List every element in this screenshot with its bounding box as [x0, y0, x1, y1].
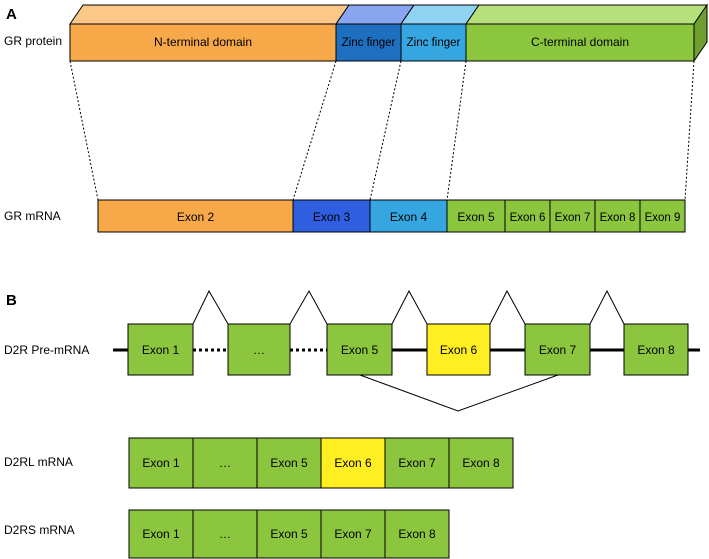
- gr-exon-7-label: Exon 7: [555, 212, 591, 224]
- d2rs-exon-7-label: Exon 7: [334, 527, 372, 541]
- zinc-finger-1: [335, 23, 402, 62]
- d2rs-exon-1: [128, 509, 194, 559]
- splice-junction: [391, 289, 428, 325]
- d2rl-exon-8-label: Exon 8: [462, 456, 500, 470]
- gr-exon-2-label: Exon 2: [177, 210, 215, 224]
- n-terminal-domain-label: N-terminal domain: [154, 35, 252, 49]
- zinc-finger-2-top: [400, 4, 480, 25]
- n-terminal-domain: [69, 23, 337, 62]
- d2rs-exon-8: [384, 509, 450, 559]
- d2rs-exon-5-label: Exon 5: [270, 527, 308, 541]
- premrna-exon-7: [524, 323, 591, 376]
- d2rl-exon-6: [320, 437, 386, 489]
- d2rl-exon-8: [448, 437, 514, 489]
- exon-skip-junction: [359, 374, 559, 412]
- gr-exon-9: [639, 199, 686, 233]
- splice-junction: [489, 289, 526, 325]
- mapping-line: [69, 60, 99, 201]
- d2rs-exon-7: [320, 509, 386, 559]
- d2rs-exon-ellipsis: [192, 509, 258, 559]
- premrna-exon-5: [326, 323, 393, 376]
- premrna-exon-5-label: Exon 5: [341, 343, 379, 357]
- gr-exon-3: [292, 199, 371, 233]
- zinc-finger-1-label: Zinc finger: [342, 37, 396, 49]
- splice-junction: [589, 289, 625, 325]
- d2rl-exon-1: [128, 437, 194, 489]
- d2rl-exon-1-label: Exon 1: [142, 456, 180, 470]
- mapping-line: [684, 60, 695, 201]
- c-terminal-domain-label: C-terminal domain: [531, 35, 629, 49]
- gr-protein-label: GR protein: [4, 34, 62, 48]
- d2rl-exon-5-label: Exon 5: [270, 456, 308, 470]
- d2rs-exon-ellipsis-label: …: [219, 527, 231, 541]
- mapping-line: [446, 60, 467, 201]
- gr-exon-8: [594, 199, 641, 233]
- gr-exon-8-label: Exon 8: [600, 212, 636, 224]
- d2rs-mrna-label: D2RS mRNA: [4, 523, 75, 537]
- splice-junction: [192, 289, 229, 325]
- premrna-exon-1: [127, 323, 194, 376]
- panel-b-letter: B: [6, 292, 17, 309]
- premrna-exon-6-label: Exon 6: [440, 343, 478, 357]
- premrna-exon-7-label: Exon 7: [539, 343, 577, 357]
- premrna-exon-6: [426, 323, 491, 376]
- premrna-exon-8: [623, 323, 689, 376]
- d2rs-exon-8-label: Exon 8: [398, 527, 436, 541]
- mapping-line: [369, 60, 402, 201]
- d2rl-exon-ellipsis-label: …: [219, 456, 231, 470]
- mapping-line: [292, 60, 337, 201]
- gr-exon-5: [446, 199, 506, 233]
- zinc-finger-1-top: [335, 4, 415, 25]
- panel-a-letter: A: [6, 6, 17, 23]
- gr-exon-9-label: Exon 9: [645, 212, 681, 224]
- d2rl-exon-7-label: Exon 7: [398, 456, 436, 470]
- n-terminal-domain-top: [69, 4, 350, 25]
- d2rl-exon-ellipsis: [192, 437, 258, 489]
- gr-exon-6-label: Exon 6: [510, 212, 546, 224]
- d2rl-mrna-label: D2RL mRNA: [4, 455, 73, 469]
- d2rl-exon-6-label: Exon 6: [334, 456, 372, 470]
- d2r-premrna-label: D2R Pre-mRNA: [4, 343, 89, 357]
- splice-junction: [289, 289, 328, 325]
- d2rl-exon-7: [384, 437, 450, 489]
- zinc-finger-2-label: Zinc finger: [407, 37, 461, 49]
- gr-mrna-label: GR mRNA: [4, 209, 61, 223]
- c-terminal-domain-top: [465, 4, 708, 25]
- gr-exon-4: [369, 199, 448, 233]
- premrna-exon-1-label: Exon 1: [142, 343, 180, 357]
- gr-exon-4-label: Exon 4: [390, 210, 428, 224]
- gr-exon-6: [504, 199, 551, 233]
- premrna-exon-8-label: Exon 8: [637, 343, 675, 357]
- premrna-exon-ellipsis: [227, 323, 291, 376]
- premrna-exon-ellipsis-label: …: [253, 343, 265, 357]
- gr-exon-3-label: Exon 3: [313, 210, 351, 224]
- d2rs-exon-5: [256, 509, 322, 559]
- d2rs-exon-1-label: Exon 1: [142, 527, 180, 541]
- gr-exon-7: [549, 199, 596, 233]
- c-terminal-domain: [465, 23, 695, 62]
- gr-exon-5-label: Exon 5: [457, 210, 495, 224]
- zinc-finger-2: [400, 23, 467, 62]
